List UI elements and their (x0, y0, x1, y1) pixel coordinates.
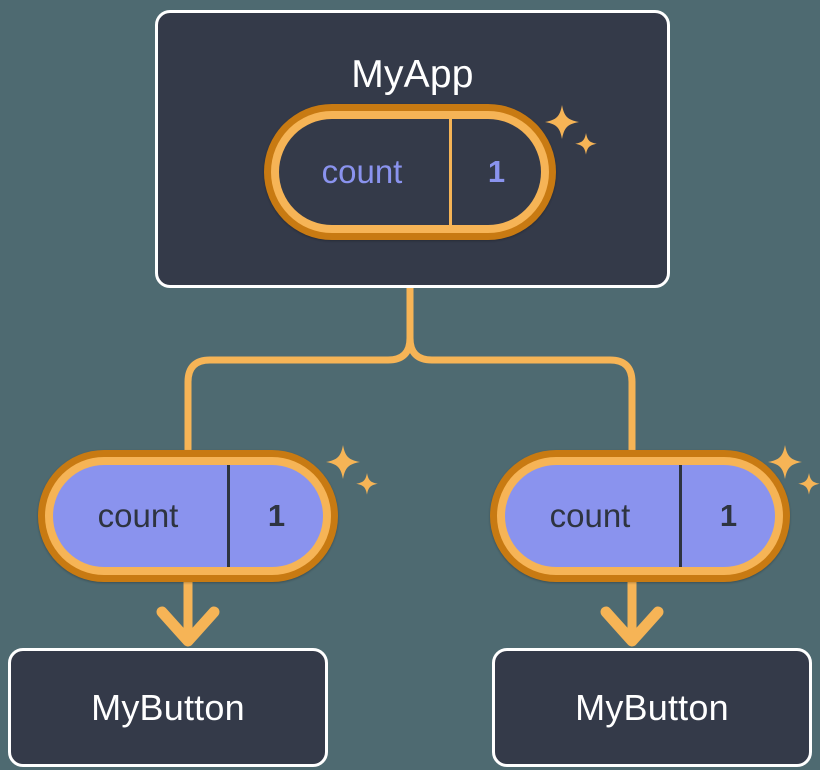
state-value-label: 1 (449, 119, 541, 225)
state-key-label: count (97, 497, 179, 534)
state-pill-left-child[interactable]: count 1 (38, 450, 338, 582)
component-card-mybutton-left[interactable]: MyButton (8, 648, 328, 767)
state-key-label: count (321, 153, 403, 190)
component-title-left: MyButton (91, 686, 245, 728)
state-key-label: count (549, 497, 631, 534)
pill-outer-ring: count 1 (264, 104, 556, 240)
pill-body: count 1 (53, 465, 323, 567)
state-pill-right-child[interactable]: count 1 (490, 450, 790, 582)
down-arrow-left (156, 578, 220, 647)
component-title-right: MyButton (575, 686, 729, 728)
component-card-mybutton-right[interactable]: MyButton (492, 648, 812, 767)
page-title: MyApp (351, 53, 474, 96)
pill-inner-ring: count 1 (497, 457, 783, 575)
down-arrow-right (600, 578, 664, 647)
pill-body: count 1 (279, 119, 541, 225)
pill-outer-ring: count 1 (490, 450, 790, 582)
state-value-label: 1 (679, 465, 775, 567)
state-pill-myapp[interactable]: count 1 (264, 104, 556, 240)
pill-inner-ring: count 1 (271, 111, 549, 233)
pill-inner-ring: count 1 (45, 457, 331, 575)
connector-to-left-child (184, 284, 414, 456)
pill-outer-ring: count 1 (38, 450, 338, 582)
connector-to-right-child (406, 284, 636, 456)
state-value-label: 1 (227, 465, 323, 567)
pill-body: count 1 (505, 465, 775, 567)
